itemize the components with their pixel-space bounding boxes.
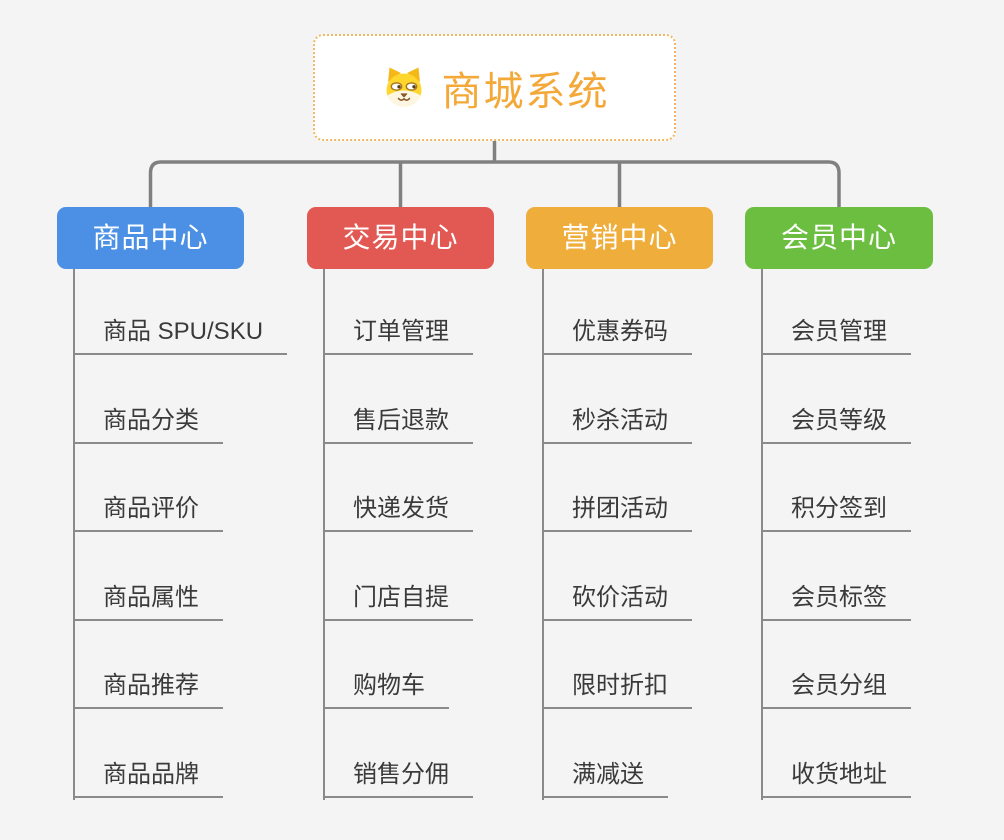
leaf-topic[interactable]: 会员等级 [761,404,911,444]
leaf-topic[interactable]: 秒杀活动 [542,404,692,444]
root-topic-title: 商城系统 [441,69,610,114]
leaf-topic[interactable]: 限时折扣 [542,669,692,709]
leaf-topic[interactable]: 商品属性 [73,581,223,621]
leaf-topic[interactable]: 满减送 [542,758,668,798]
leaf-topic[interactable]: 门店自提 [323,581,473,621]
leaf-topic[interactable]: 订单管理 [323,315,473,355]
leaf-topic[interactable]: 砍价活动 [542,581,692,621]
leaf-topic[interactable]: 商品分类 [73,404,223,444]
leaf-topic[interactable]: 商品推荐 [73,669,223,709]
branch-column-4: 会员中心会员管理会员等级积分签到会员标签会员分组收货地址 [745,0,1003,840]
branch-column-1: 商品中心商品 SPU/SKU 商品分类商品评价商品属性商品推荐商品品牌 [57,0,314,840]
leaf-topic[interactable]: 积分签到 [761,492,911,532]
branch-trunk-line [761,269,763,800]
leaf-topic[interactable]: 售后退款 [323,404,473,444]
branch-trunk-line [73,269,75,800]
leaf-topic[interactable]: 会员分组 [761,669,911,709]
branch-trunk-line [323,269,325,800]
branch-column-3: 营销中心优惠券码秒杀活动拼团活动砍价活动限时折扣满减送 [526,0,783,840]
leaf-topic[interactable]: 会员标签 [761,581,911,621]
branch-node-4[interactable]: 会员中心 [745,207,933,269]
leaf-topic[interactable]: 商品品牌 [73,758,223,798]
branch-node-1[interactable]: 商品中心 [57,207,244,269]
leaf-topic[interactable]: 拼团活动 [542,492,692,532]
root-topic[interactable]: 商城系统 [313,34,676,141]
leaf-topic[interactable]: 购物车 [323,669,449,709]
leaf-topic[interactable]: 会员管理 [761,315,911,355]
leaf-topic[interactable]: 收货地址 [761,758,911,798]
leaf-topic[interactable]: 快递发货 [323,492,473,532]
leaf-topic[interactable]: 商品评价 [73,492,223,532]
leaf-topic[interactable]: 商品 SPU/SKU [73,315,288,355]
branch-column-2: 交易中心订单管理售后退款快递发货门店自提购物车销售分佣 [307,0,564,840]
leaf-topic[interactable]: 销售分佣 [323,758,473,798]
dog-face-icon [386,67,421,106]
branch-trunk-line [542,269,544,800]
branch-node-2[interactable]: 交易中心 [307,207,494,269]
leaf-topic[interactable]: 优惠券码 [542,315,692,355]
branch-node-3[interactable]: 营销中心 [526,207,713,269]
